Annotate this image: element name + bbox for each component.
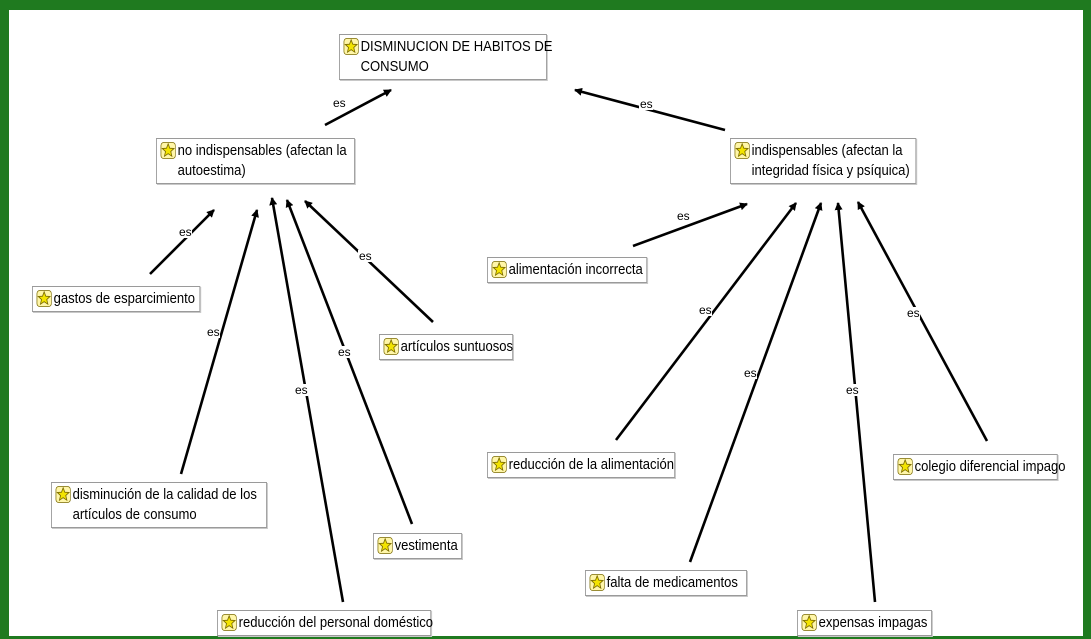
node-vestimenta[interactable]: vestimenta <box>373 533 463 559</box>
node-reduccion-personal[interactable]: reducción del personal doméstico <box>217 610 434 636</box>
node-label-line1: artículos suntuosos <box>400 339 514 355</box>
edge-label-es: es <box>640 97 653 111</box>
node-reduccion-alimentacion[interactable]: reducción de la alimentación <box>487 452 676 478</box>
edge-label-background <box>906 307 920 319</box>
edge-gastos_esparcimiento-to-no_indispensables <box>149 209 215 275</box>
edge-label-background <box>639 98 653 110</box>
concept-star-icon <box>36 290 52 307</box>
edge-label-es: es <box>295 383 308 397</box>
node-articulos-suntuosos[interactable]: artículos suntuosos <box>379 334 514 360</box>
node-label-line2: CONSUMO <box>360 59 429 75</box>
concept-star-icon <box>383 338 399 355</box>
edge-label-es: es <box>699 303 712 317</box>
edge-no_indispensables-to-root <box>324 88 392 127</box>
edge-expensas_impagas-to-indispensables <box>834 202 877 603</box>
concept-star-icon <box>221 614 237 631</box>
edge-label-es: es <box>907 306 920 320</box>
node-label-line1: disminución de la calidad de los <box>72 487 257 503</box>
node-label-line1: DISMINUCION DE HABITOS DE <box>360 39 553 55</box>
node-label-line1: reducción de la alimentación <box>508 457 675 473</box>
node-disminucion-habitos-consumo[interactable]: DISMINUCION DE HABITOS DE CONSUMO <box>339 34 553 80</box>
node-label-line1: colegio diferencial impago <box>914 459 1066 475</box>
edge-colegio_diferencial-to-indispensables <box>856 201 989 442</box>
concept-star-icon <box>160 142 176 159</box>
edge-label-es: es <box>744 366 757 380</box>
node-gastos-esparcimiento[interactable]: gastos de esparcimiento <box>32 286 201 312</box>
edge-label-background <box>206 326 220 338</box>
node-label-line2: artículos de consumo <box>72 507 197 523</box>
edge-label-es: es <box>677 209 690 223</box>
node-label-line1: vestimenta <box>394 538 458 554</box>
node-disminucion-calidad[interactable]: disminución de la calidad de los artícul… <box>51 482 267 528</box>
edge-label-background <box>337 346 351 358</box>
node-label-line1: gastos de esparcimiento <box>53 291 196 307</box>
edge-label-background <box>332 97 346 109</box>
edge-label-es: es <box>846 383 859 397</box>
connections-layer: es es es es es es es es es es es es <box>149 87 989 603</box>
concept-star-icon <box>343 38 359 55</box>
node-label-line1: alimentación incorrecta <box>508 262 643 278</box>
concept-star-icon <box>491 261 507 278</box>
node-falta-medicamentos[interactable]: falta de medicamentos <box>585 570 747 596</box>
edge-label-background <box>845 384 859 396</box>
edge-alimentacion_incorrecta-to-indispensables <box>632 202 748 248</box>
concept-star-icon <box>377 537 393 554</box>
edge-falta_medicamentos-to-indispensables <box>688 202 823 563</box>
concept-star-icon <box>589 574 605 591</box>
edge-vestimenta-to-no_indispensables <box>285 199 414 525</box>
edge-label-es: es <box>179 225 192 239</box>
node-no-indispensables[interactable]: no indispensables (afectan la autoestima… <box>156 138 355 184</box>
edge-label-background <box>698 304 712 316</box>
node-label-line1: expensas impagas <box>818 615 928 631</box>
node-label-line2: integridad física y psíquica) <box>751 163 910 179</box>
node-alimentacion-incorrecta[interactable]: alimentación incorrecta <box>487 257 648 283</box>
edge-label-es: es <box>359 249 372 263</box>
edge-label-background <box>178 226 192 238</box>
edge-label-background <box>676 210 690 222</box>
edge-label-es: es <box>333 96 346 110</box>
node-expensas-impagas[interactable]: expensas impagas <box>797 610 932 636</box>
node-label-line1: no indispensables (afectan la <box>177 143 347 159</box>
edge-disminucion_calidad-to-no_indispensables <box>179 209 259 475</box>
edge-label-background <box>294 384 308 396</box>
edge-reduccion_personal-to-no_indispensables <box>269 197 345 603</box>
edge-label-es: es <box>338 345 351 359</box>
edge-label-background <box>743 367 757 379</box>
concept-star-icon <box>897 458 913 475</box>
concept-star-icon <box>734 142 750 159</box>
edge-reduccion_alimentacion-to-indispensables <box>614 202 798 441</box>
node-label-line2: autoestima) <box>177 163 246 179</box>
node-label-line1: indispensables (afectan la <box>751 143 903 159</box>
edge-label-background <box>358 250 372 262</box>
node-indispensables[interactable]: indispensables (afectan la integridad fí… <box>730 138 917 184</box>
node-colegio-diferencial[interactable]: colegio diferencial impago <box>893 454 1066 480</box>
node-label-line1: falta de medicamentos <box>606 575 738 591</box>
concept-star-icon <box>491 456 507 473</box>
concept-star-icon <box>55 486 71 503</box>
edge-label-es: es <box>207 325 220 339</box>
node-label-line1: reducción del personal doméstico <box>238 615 434 631</box>
concept-star-icon <box>801 614 817 631</box>
